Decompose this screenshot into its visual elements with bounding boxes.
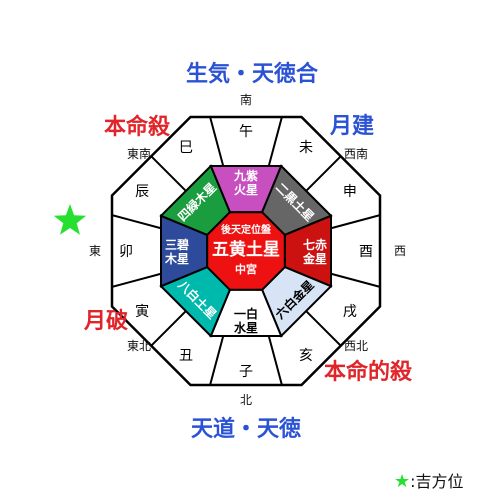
direction-southeast: 東南 [126, 147, 152, 161]
star-label-south: 九紫火星 [233, 168, 258, 197]
annotation-southwest: 月建 [329, 114, 375, 139]
zodiac-divider [305, 310, 342, 347]
zodiac-divider [267, 116, 283, 167]
zodiac-label: 午 [239, 124, 253, 140]
direction-north: 北 [239, 393, 253, 407]
annotation-bottom: 天道・天徳 [190, 417, 302, 442]
zodiac-divider [330, 214, 381, 230]
center-header: 後天定位盤 [221, 223, 272, 236]
star-sector-northwest: 六白金星 [260, 265, 333, 338]
star-sector-east: 三碧木星 [160, 214, 209, 288]
zodiac-label: 亥 [299, 348, 313, 364]
zodiac-divider [111, 272, 162, 288]
zodiac-label: 丑 [179, 348, 193, 364]
zodiac-divider [267, 335, 283, 386]
annotation-southeast: 本命殺 [103, 115, 171, 140]
zodiac-divider [330, 272, 381, 288]
star-sector-north: 一白水星 [209, 288, 283, 337]
legend-label: 吉方位 [415, 472, 464, 491]
star-label-north: 一白水星 [234, 306, 258, 335]
zodiac-label: 子 [239, 364, 253, 380]
legend: ★:吉方位 [394, 468, 464, 492]
annotation-northeast: 月破 [83, 309, 129, 334]
star-label-west: 七赤金星 [302, 237, 327, 266]
zodiac-label: 申 [343, 184, 357, 200]
zodiac-divider [150, 155, 187, 192]
direction-west: 西 [393, 244, 407, 258]
direction-southwest: 西南 [343, 147, 369, 161]
legend-star-icon: ★ [394, 471, 411, 492]
zodiac-divider [150, 310, 187, 347]
annotation-top: 生気・天徳合 [185, 62, 319, 87]
zodiac-label: 辰 [135, 184, 149, 200]
zodiac-label: 酉 [359, 244, 373, 260]
center-sub: 中宮 [235, 262, 257, 276]
zodiac-divider [209, 335, 225, 386]
zodiac-label: 卯 [119, 244, 133, 260]
star-sector-northeast: 八白土星 [159, 265, 232, 338]
zodiac-label: 未 [299, 140, 313, 156]
star-label-east: 三碧木星 [164, 237, 189, 266]
auspicious-star-icon [53, 204, 87, 235]
direction-northwest: 西北 [343, 339, 369, 353]
star-sector-south: 九紫火星 [209, 165, 283, 214]
annotation-northwest: 本命的殺 [323, 360, 413, 385]
direction-south: 南 [239, 93, 253, 107]
zodiac-label: 戌 [343, 304, 357, 320]
center-star: 五黄土星 [212, 239, 280, 260]
zodiac-label: 寅 [135, 303, 149, 320]
zodiac-divider [305, 155, 342, 192]
direction-east: 東 [88, 244, 102, 258]
zodiac-label: 巳 [179, 140, 193, 156]
zodiac-divider [209, 116, 225, 167]
zodiac-divider [111, 214, 162, 230]
legend-separator: : [410, 472, 416, 491]
direction-northeast: 東北 [126, 339, 152, 353]
